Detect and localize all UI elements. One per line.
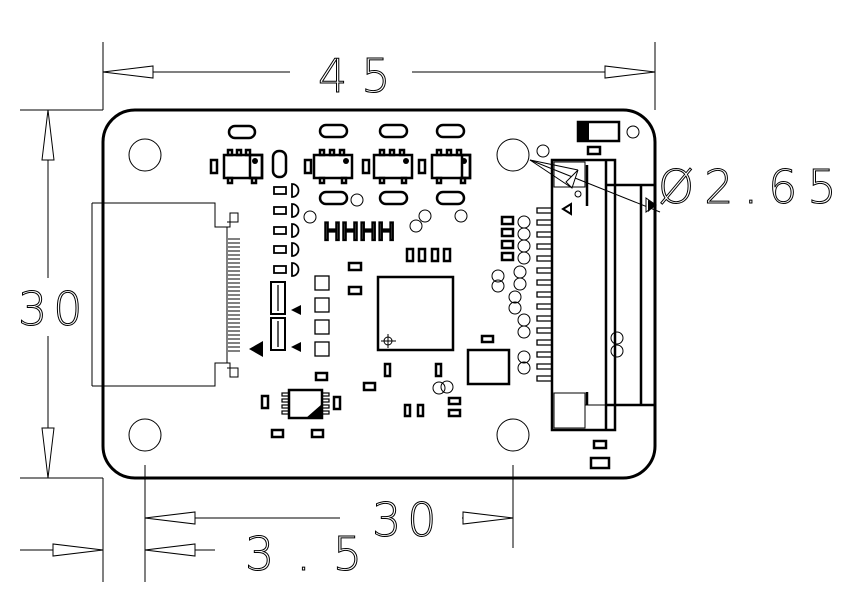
arrow-markers	[249, 200, 656, 357]
hole-diameter-label: Ø2.65	[658, 160, 847, 214]
dimension-hole-diameter: Ø2.65	[529, 160, 847, 215]
hole-offset-label: 3.5	[245, 527, 384, 581]
board-connector-right	[536, 158, 655, 432]
mounting-hole	[128, 418, 162, 452]
width-label: 45	[318, 49, 405, 103]
small-pads	[260, 145, 611, 470]
main-ic	[376, 275, 455, 352]
dimension-width: 45	[102, 42, 656, 110]
height-label: 30	[18, 282, 89, 336]
sot-part	[209, 148, 264, 185]
dimension-hole-offset: 3.5	[20, 478, 384, 582]
hole-spacing-label: 30	[372, 493, 443, 547]
board-outline	[101, 108, 657, 480]
sot-part	[417, 148, 472, 185]
mounting-hole	[128, 138, 162, 172]
silkscreen-label: HHHH	[323, 218, 395, 246]
dimension-height: 30	[18, 109, 103, 479]
resistor-arrays	[270, 275, 330, 357]
sot-part	[361, 148, 414, 185]
sot-components	[209, 148, 472, 185]
mounting-holes	[128, 138, 530, 452]
vias	[303, 125, 640, 395]
soic-chip	[281, 388, 330, 420]
sot-part	[303, 148, 354, 185]
mounting-hole	[496, 138, 530, 172]
led-column	[273, 183, 300, 277]
mounting-hole	[496, 418, 530, 452]
oval-pads	[227, 123, 466, 206]
dimension-hole-spacing: 30	[144, 465, 514, 582]
diode	[576, 120, 621, 143]
ffc-connector-left	[91, 202, 240, 387]
inductor	[466, 348, 511, 386]
